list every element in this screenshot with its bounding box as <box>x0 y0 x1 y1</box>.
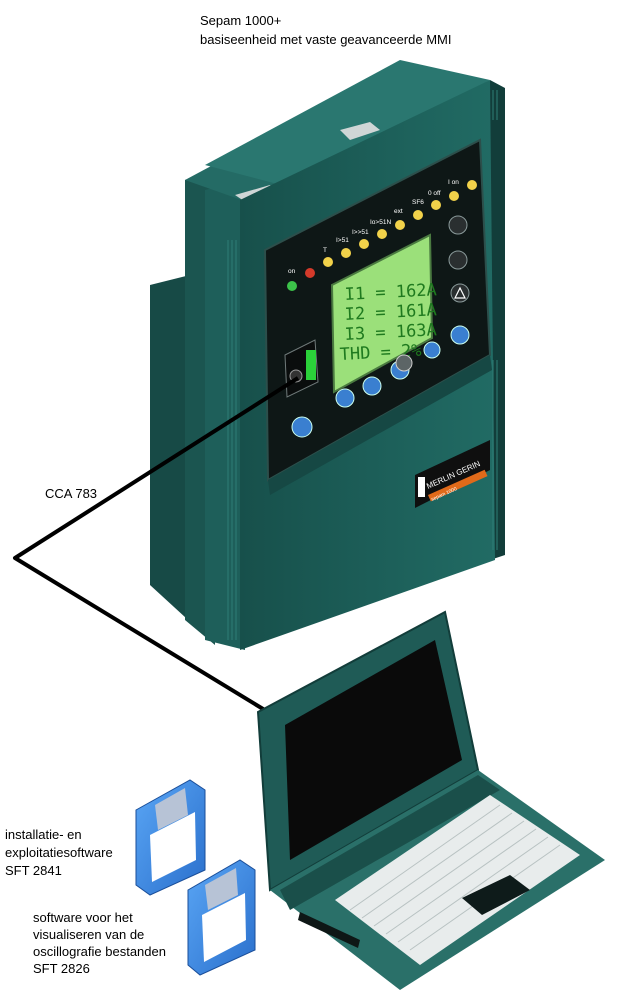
indicator-label: Io>51N <box>370 219 391 226</box>
disk1-label-line1: installatie- en <box>5 827 82 842</box>
enter-button[interactable] <box>450 325 470 345</box>
lcd-row-1: I1 = 162A <box>344 280 437 305</box>
floppy-disk-2 <box>187 859 256 976</box>
disk2-label-line2: visualiseren van de <box>33 927 145 942</box>
disk1-label-line2: exploitatiesoftware <box>5 845 113 860</box>
indicator-labels: on T I>51 I>>51 Io>51N ext SF6 0 off I o… <box>288 179 459 275</box>
disk2-label-line1: software voor het <box>33 910 133 925</box>
title-line-1: Sepam 1000+ <box>200 13 282 28</box>
lcd-row-2: I2 = 161A <box>344 300 437 325</box>
disk2-label-line3: oscillografie bestanden <box>33 944 166 959</box>
lcd-row-3: I3 = 163A <box>344 320 437 345</box>
menu-button-1[interactable] <box>395 354 413 372</box>
metering-button[interactable] <box>335 388 355 408</box>
brand-model-bar <box>428 469 488 502</box>
disk1-label-line3: SFT 2841 <box>5 863 62 878</box>
key-button[interactable] <box>291 416 313 438</box>
disk2-label-line4: SFT 2826 <box>33 961 90 976</box>
keyboard[interactable] <box>335 795 580 965</box>
touchpad[interactable] <box>462 875 530 915</box>
indicator-label: on <box>288 268 296 275</box>
led-11 <box>467 180 477 190</box>
diagnosis-button[interactable] <box>362 376 382 396</box>
reset-button[interactable] <box>448 215 468 235</box>
menu-button-2[interactable] <box>423 341 441 359</box>
clear-button[interactable] <box>448 250 468 270</box>
right-buttons[interactable] <box>448 215 470 345</box>
cable-cca783 <box>13 376 300 714</box>
led-trip <box>305 268 315 278</box>
bottom-buttons[interactable] <box>291 341 441 438</box>
sepam-device <box>150 60 505 650</box>
cable-label: CCA 783 <box>45 486 98 501</box>
lcd-screen: I1 = 162A I2 = 161A I3 = 163A THD = 2% <box>330 233 437 394</box>
indicator-label: I on <box>448 179 459 186</box>
indicator-label: I>51 <box>336 237 349 244</box>
indicator-label: 0 off <box>428 190 441 197</box>
led-row <box>287 180 477 291</box>
indicator-label: ext <box>394 208 403 215</box>
led-5 <box>359 239 369 249</box>
indicator-label: I>>51 <box>352 229 369 236</box>
led-6 <box>377 229 387 239</box>
led-10 <box>449 191 459 201</box>
title-line-2: basiseenheid met vaste geavanceerde MMI <box>200 32 452 47</box>
led-7 <box>395 220 405 230</box>
led-9 <box>431 200 441 210</box>
indicator-label: SF6 <box>412 199 424 206</box>
led-8 <box>413 210 423 220</box>
led-on <box>287 281 297 291</box>
indicator-label: T <box>323 247 327 254</box>
floppy-disk-1 <box>135 779 206 896</box>
laptop <box>256 610 605 990</box>
led-3 <box>323 257 333 267</box>
led-4 <box>341 248 351 258</box>
laptop-screen <box>285 640 462 860</box>
